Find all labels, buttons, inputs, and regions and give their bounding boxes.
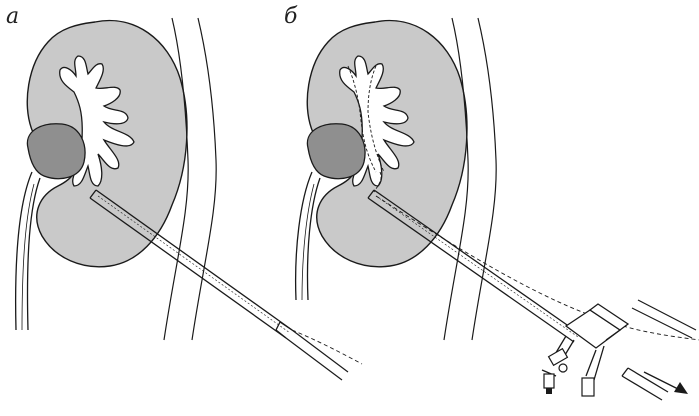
ureter-a-inner (28, 178, 41, 330)
nephroscope-handle (542, 304, 628, 396)
flexible-instrument-b (632, 300, 696, 338)
ureter-b-inner (308, 178, 321, 300)
panel-b (296, 18, 699, 400)
back-contour-b-inner (472, 18, 496, 340)
stone-a (27, 124, 85, 179)
stone-b (307, 124, 365, 179)
panel-a (16, 18, 362, 380)
ureter-a (16, 172, 32, 330)
back-contour-a-inner (192, 18, 216, 340)
